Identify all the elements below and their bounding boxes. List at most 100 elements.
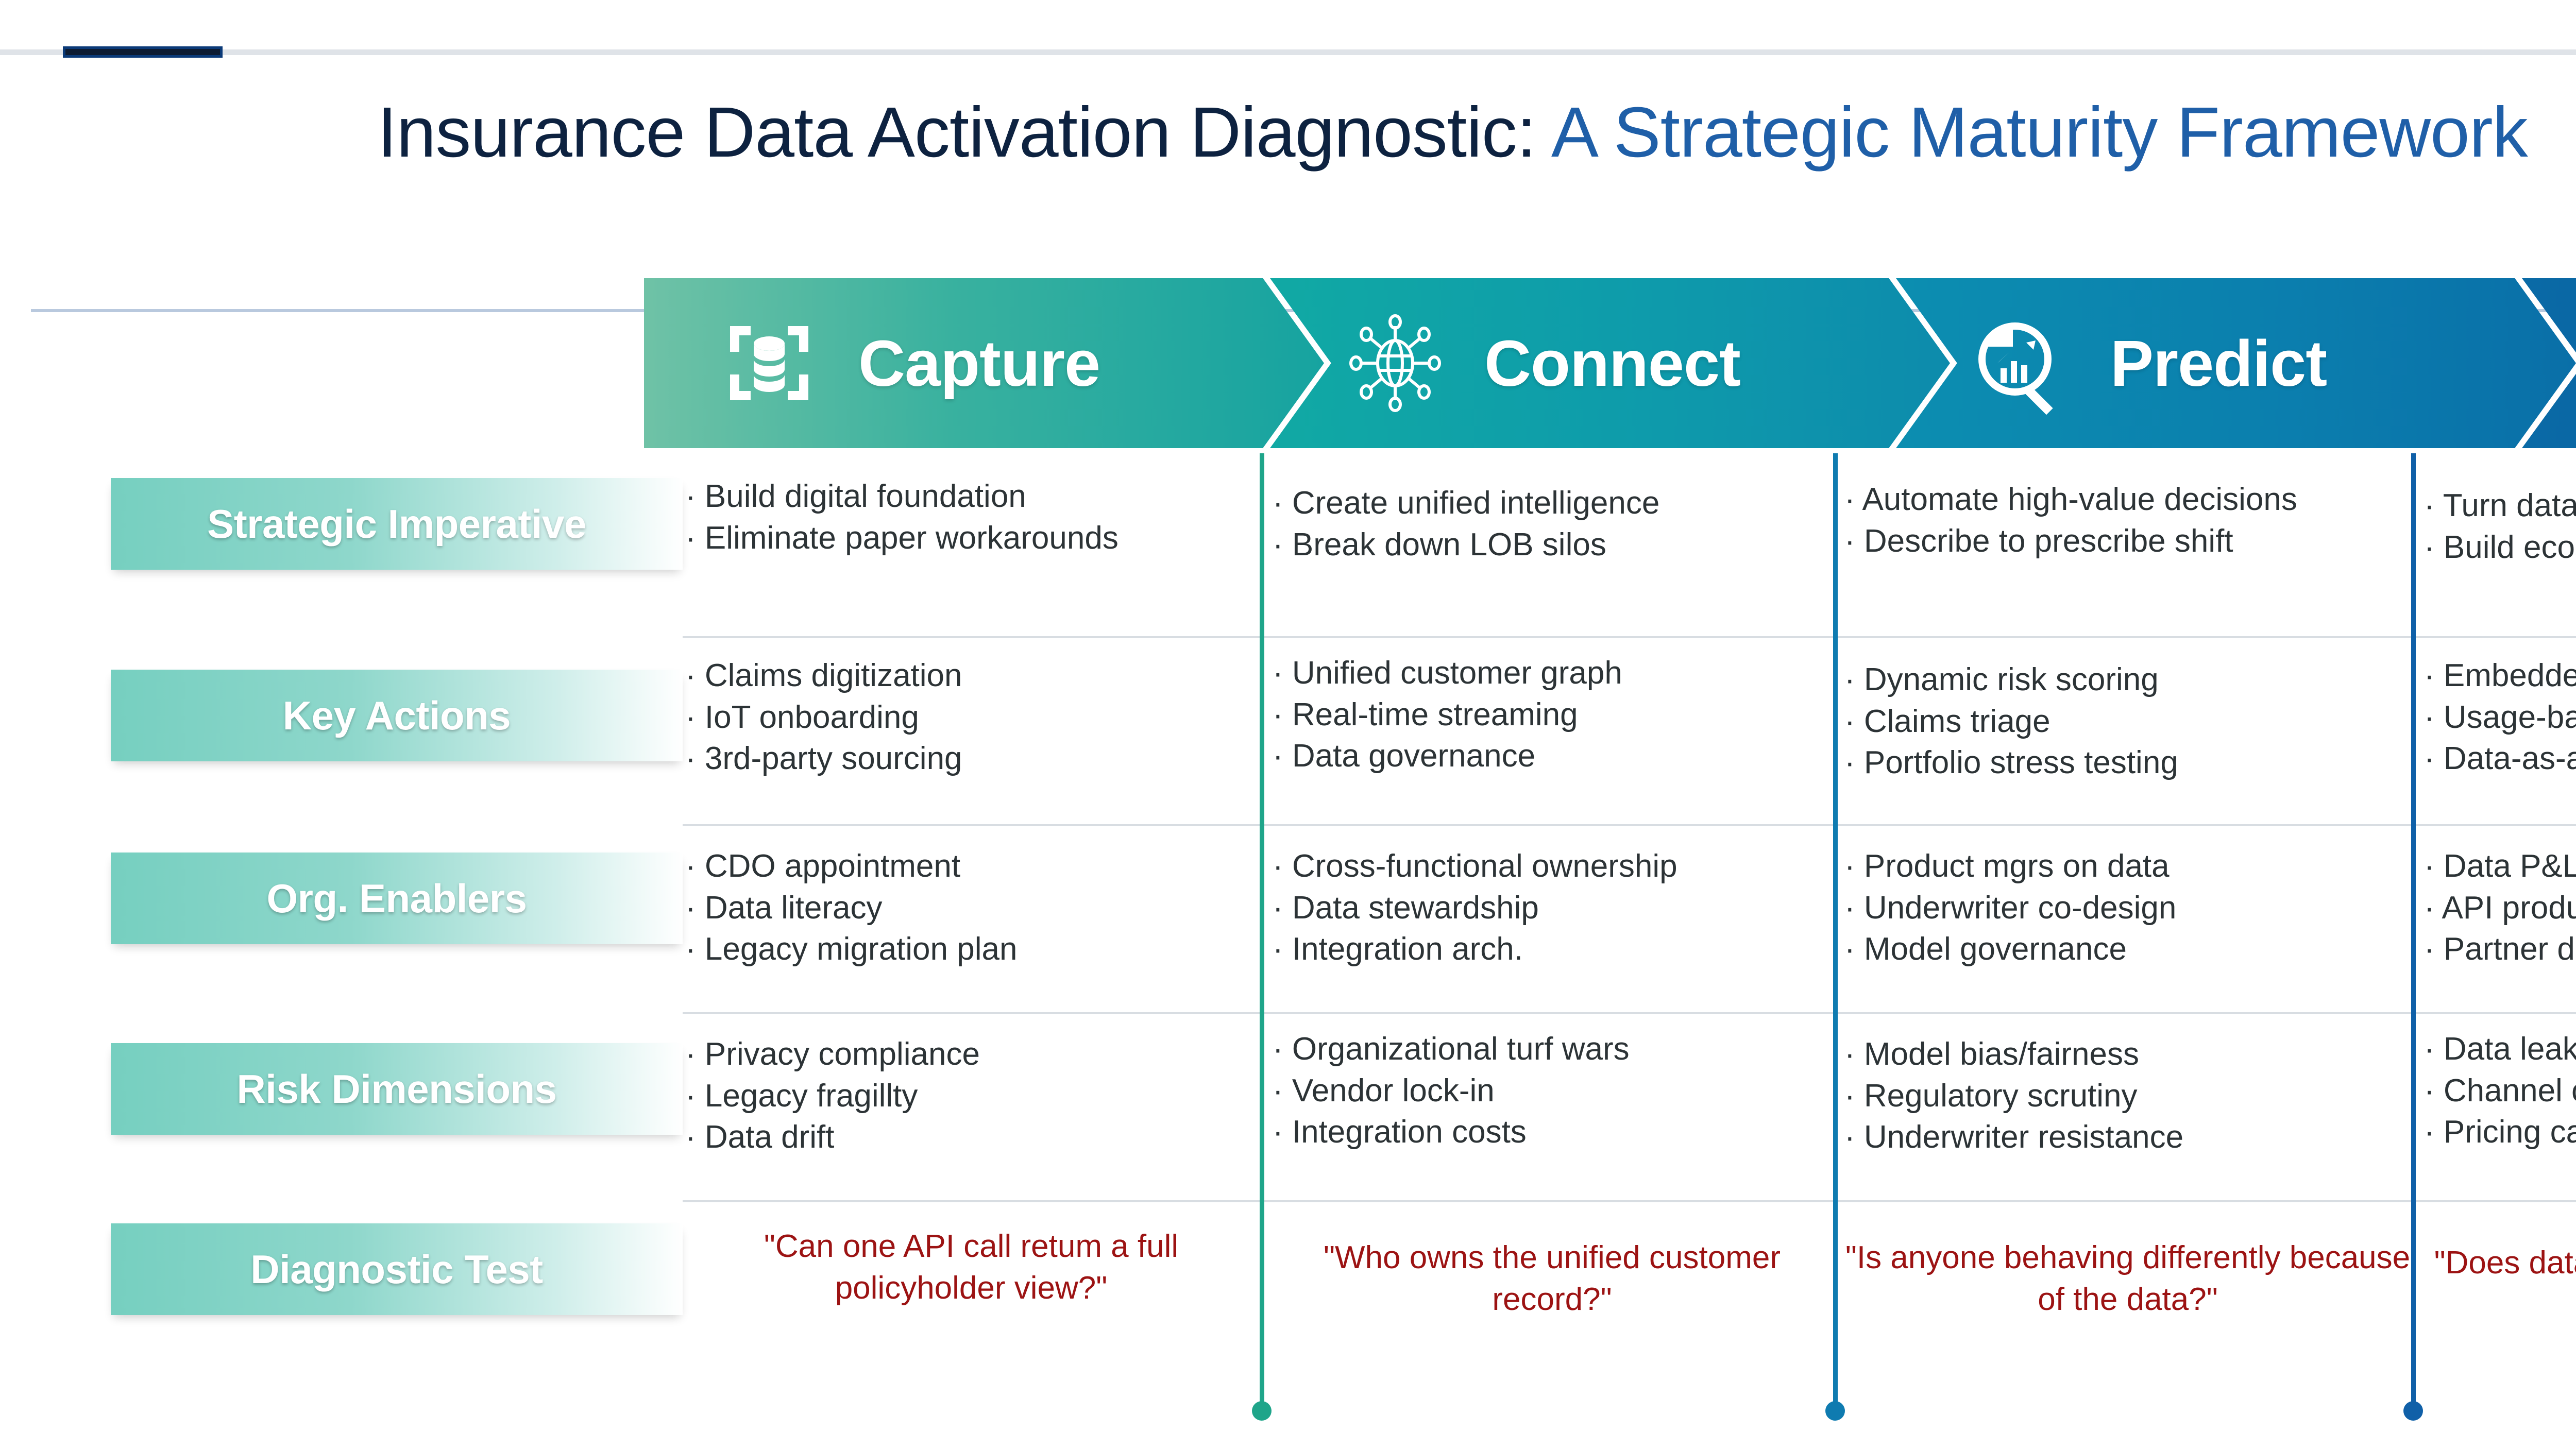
page-title-primary: Insurance Data Activation Diagnostic: [377,93,1536,172]
list-item: Data drift [685,1117,1257,1158]
row-label-diagnostic-test: Diagnostic Test [111,1223,683,1315]
list-item: Integration arch. [1273,929,1832,970]
connector-dot-connect-predict [1825,1401,1845,1421]
list-item: Organizational turf wars [1273,1029,1832,1070]
list-item: Underwriter resistance [1844,1117,2411,1158]
top-accent-tab [63,46,223,58]
row-label-text: Strategic Imperative [207,501,586,547]
stage-label-capture: Capture [858,327,1100,400]
stage-chevron-capture[interactable]: Capture [644,278,1324,448]
diagnostic-quote: "Who owns the unified customer record?" [1324,1240,1781,1317]
diagnostic-quote: "Does data appear as a revenue line?" [2434,1245,2576,1281]
list-item: Partner dev. [2424,929,2576,970]
list-item: Unified customer graph [1273,653,1832,694]
connector-line-capture-connect [1260,453,1264,1406]
row-label-org-enablers: Org. Enablers [111,853,683,944]
cell-strategic-imperative-predict: Automate high-value decisions Describe t… [1844,468,2411,562]
globe-network-icon [1349,314,1441,412]
cell-diagnostic-test-monetize: "Does data appear as a revenue line?" [2424,1222,2576,1284]
cell-diagnostic-test-connect: "Who owns the unified customer record?" [1273,1217,1832,1320]
cell-org-enablers-monetize: Data P&L accountability API product team… [2424,834,2576,970]
row-label-text: Diagnostic Test [250,1246,543,1292]
list-item: Usage-based pricing [2424,697,2576,739]
cell-risk-dimensions-monetize: Data leakage Channel conflict Pricing ca… [2424,1017,2576,1153]
row-label-key-actions: Key Actions [111,670,683,761]
cell-diagnostic-test-capture: "Can one API call retum a full policyhol… [685,1205,1257,1309]
list-item: Data-as-a-service [2424,738,2576,780]
list-item: Data leakage [2424,1029,2576,1070]
cell-org-enablers-predict: Product mgrs on data Underwriter co-desi… [1844,834,2411,970]
cell-strategic-imperative-monetize: Turn data into revenue Build ecosystem o… [2424,474,2576,568]
cell-risk-dimensions-predict: Model bias/fairness Regulatory scrutiny … [1844,1022,2411,1158]
list-item: Data governance [1273,736,1832,777]
database-scan-icon [730,326,808,400]
cell-org-enablers-capture: CDO appointment Data literacy Legacy mig… [685,834,1257,970]
row-label-text: Org. Enablers [266,875,528,921]
cell-diagnostic-test-predict: "Is anyone behaving differently because … [1844,1217,2411,1320]
list-item: Build ecosystem offerings [2424,527,2576,569]
connector-dot-predict-monetize [2403,1401,2423,1421]
slide-header: Insurance Data Activation Diagnostic: A … [0,88,2576,312]
list-item: Eliminate paper workarounds [685,518,1257,559]
list-item: Product mgrs on data [1844,846,2411,888]
cell-key-actions-connect: Unified customer graph Real-time streami… [1273,641,1832,777]
diagnostic-quote: "Is anyone behaving differently because … [1845,1240,2411,1317]
row-divider-1 [683,636,2576,638]
cell-key-actions-capture: Claims digitization IoT onboarding 3rd-p… [685,644,1257,780]
page-title: Insurance Data Activation Diagnostic: A … [0,92,2576,174]
connector-line-predict-monetize [2411,453,2416,1406]
stage-label-connect: Connect [1484,327,1741,400]
list-item: IoT onboarding [685,697,1257,739]
list-item: Data literacy [685,888,1257,929]
list-item: Integration costs [1273,1112,1832,1153]
top-rule [0,49,2576,55]
list-item: Portfolio stress testing [1844,742,2411,784]
list-item: Turn data into revenue [2424,485,2576,527]
connector-dot-capture-connect [1252,1401,1272,1421]
list-item: Real-time streaming [1273,694,1832,736]
list-item: Claims triage [1844,701,2411,743]
row-label-text: Risk Dimensions [236,1066,557,1112]
list-item: Break down LOB silos [1273,524,1832,566]
list-item: Dynamic risk scoring [1844,659,2411,701]
row-divider-3 [683,1012,2576,1014]
list-item: Pricing cannibalization [2424,1112,2576,1153]
list-item: Build digital foundation [685,476,1257,518]
list-item: Data stewardship [1273,888,1832,929]
cell-strategic-imperative-capture: Build digital foundation Eliminate paper… [685,465,1257,559]
list-item: API product teams [2424,888,2576,929]
list-item: Embedded APIs [2424,655,2576,697]
cell-risk-dimensions-connect: Organizational turf wars Vendor lock-in … [1273,1017,1832,1153]
row-divider-4 [683,1200,2576,1202]
list-item: Legacy migration plan [685,929,1257,970]
cell-strategic-imperative-connect: Create unified intelligence Break down L… [1273,471,1832,566]
top-accent-bar [0,46,2576,58]
cell-risk-dimensions-capture: Privacy compliance Legacy fragillty Data… [685,1022,1257,1158]
list-item: Automate high-value decisions [1844,479,2411,521]
list-item: Model bias/fairness [1844,1034,2411,1076]
list-item: Channel conflict [2424,1070,2576,1112]
row-divider-2 [683,824,2576,826]
maturity-matrix: Strategic Imperative Build digital found… [0,453,2576,1449]
list-item: Vendor lock-in [1273,1070,1832,1112]
stage-label-predict: Predict [2110,327,2327,400]
list-item: Model governance [1844,929,2411,970]
list-item: Regulatory scrutiny [1844,1076,2411,1117]
list-item: Describe to prescribe shift [1844,521,2411,562]
stage-chevron-connect[interactable]: Connect [1270,278,1950,448]
list-item: Cross-functional ownership [1273,846,1832,888]
list-item: Data P&L accountability [2424,846,2576,888]
maturity-stage-band: Capture Connect [0,278,2576,448]
connector-line-connect-predict [1833,453,1838,1406]
list-item: 3rd-party sourcing [685,738,1257,780]
row-label-risk-dimensions: Risk Dimensions [111,1043,683,1135]
list-item: CDO appointment [685,846,1257,888]
list-item: Create unified intelligence [1273,483,1832,524]
row-label-text: Key Actions [282,692,511,738]
list-item: Claims digitization [685,655,1257,697]
page-title-secondary: A Strategic Maturity Framework [1551,93,2528,172]
list-item: Legacy fragillty [685,1076,1257,1117]
cell-key-actions-monetize: Embedded APIs Usage-based pricing Data-a… [2424,644,2576,780]
stage-chevron-predict[interactable]: Predict [1896,278,2576,448]
diagnostic-quote: "Can one API call retum a full policyhol… [764,1229,1179,1306]
